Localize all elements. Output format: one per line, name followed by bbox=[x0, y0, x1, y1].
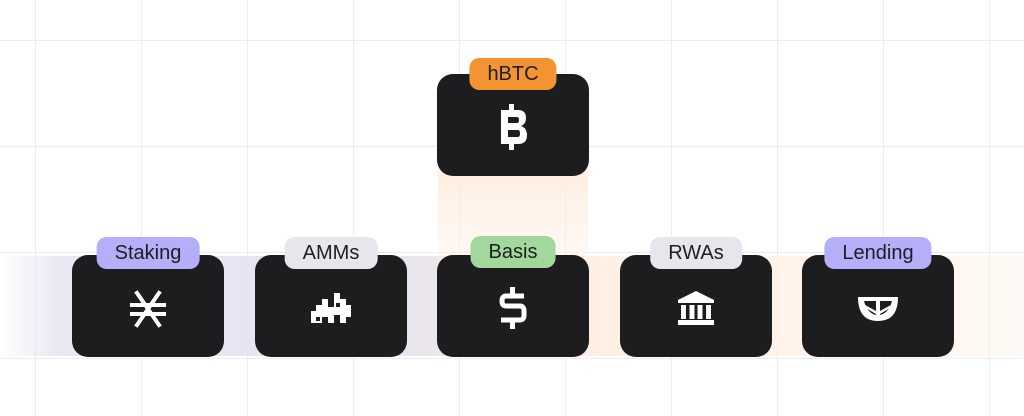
bitcoin-icon bbox=[501, 104, 527, 150]
card-amms bbox=[255, 255, 407, 357]
card-lending bbox=[802, 255, 954, 357]
node-staking: Staking bbox=[72, 237, 224, 357]
node-lending: Lending bbox=[802, 237, 954, 357]
card-hbtc bbox=[437, 74, 589, 176]
node-amms: AMMs bbox=[255, 237, 407, 357]
bank-building-icon bbox=[678, 291, 714, 325]
card-basis bbox=[437, 255, 589, 357]
tag-lending: Lending bbox=[824, 237, 932, 269]
card-staking bbox=[72, 255, 224, 357]
tag-rwas: RWAs bbox=[650, 237, 742, 269]
amm-curve-icon bbox=[311, 293, 351, 323]
tag-amms: AMMs bbox=[284, 237, 378, 269]
node-rwas: RWAs bbox=[620, 237, 772, 357]
card-rwas bbox=[620, 255, 772, 357]
half-orange-icon bbox=[858, 297, 898, 321]
dollar-icon bbox=[499, 287, 527, 329]
tag-basis: Basis bbox=[470, 236, 556, 268]
node-hbtc: hBTC bbox=[437, 58, 589, 176]
tag-hbtc: hBTC bbox=[469, 58, 557, 90]
stellar-icon bbox=[130, 290, 166, 328]
node-basis: Basis bbox=[437, 236, 589, 357]
tag-staking: Staking bbox=[96, 237, 200, 269]
